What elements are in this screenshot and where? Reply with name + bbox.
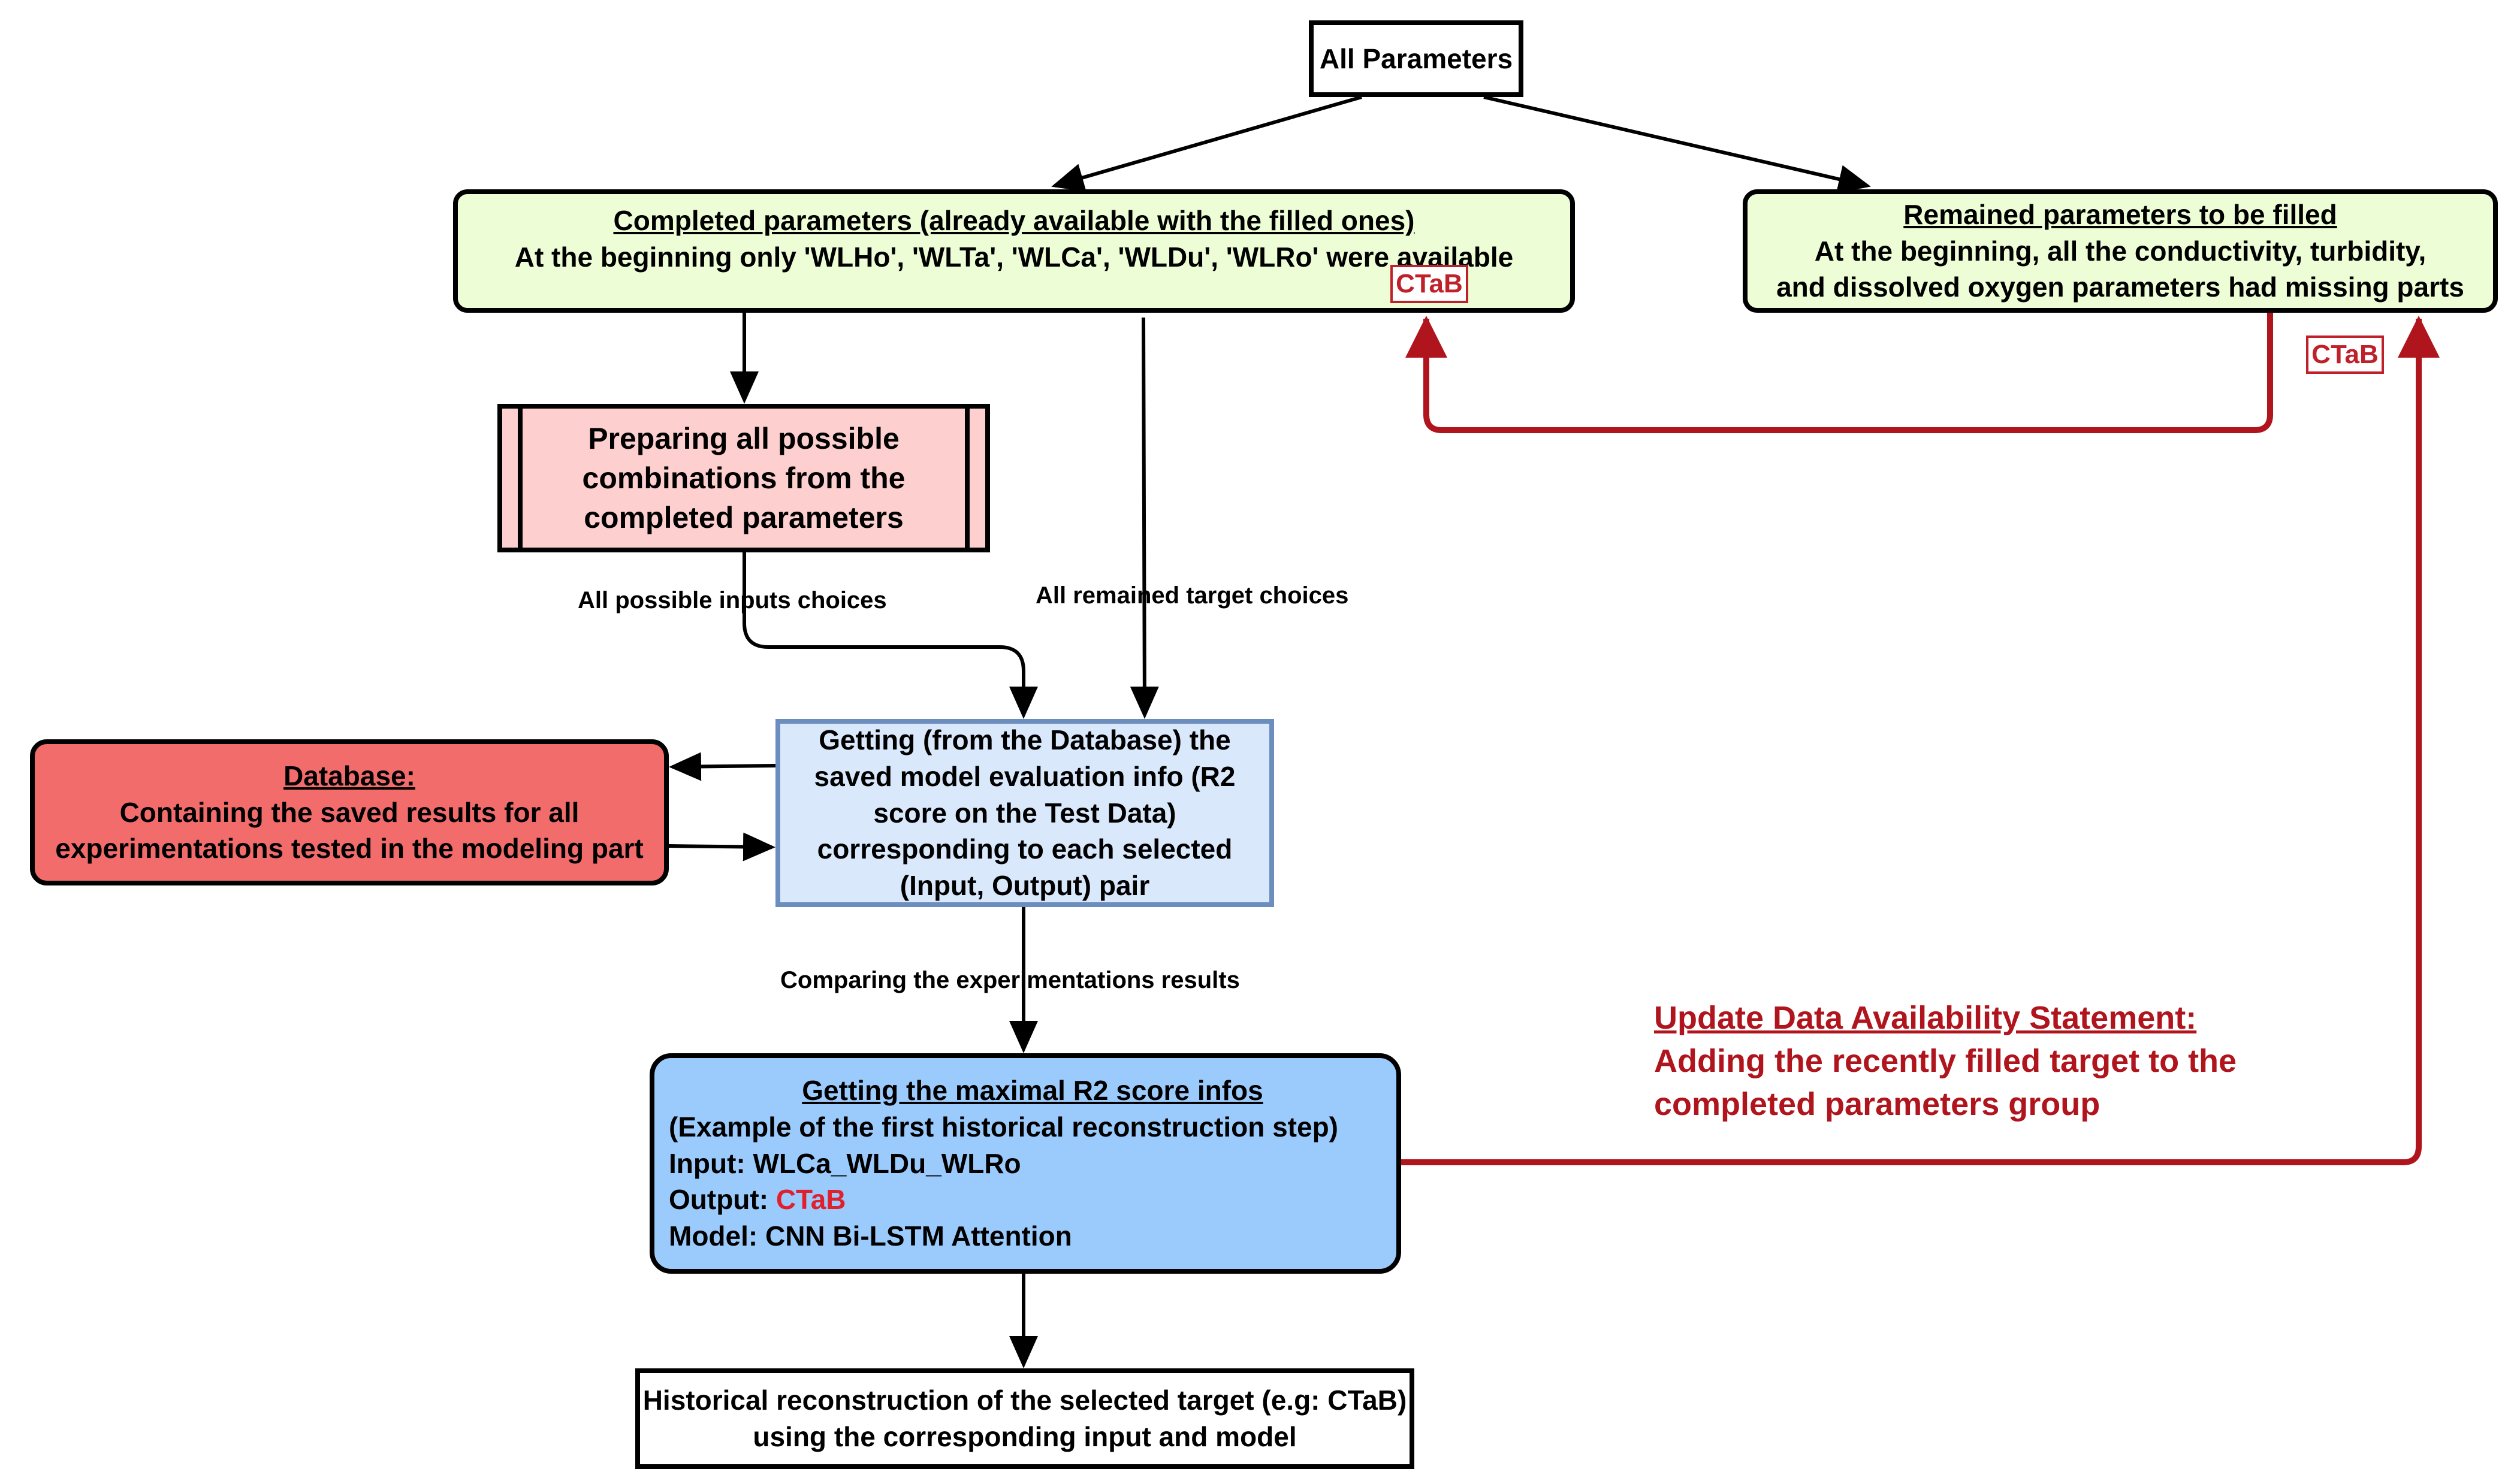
- maximal-r2-node: Getting the maximal R2 score infos (Exam…: [650, 1053, 1401, 1274]
- arrow-preparing-to-getting: [743, 552, 1038, 719]
- maximal-r2-output: Output: CTaB: [669, 1181, 1396, 1218]
- arrow-completed-to-getting: [1130, 317, 1159, 719]
- completed-parameters-text: At the beginning only 'WLHo', 'WLTa', 'W…: [514, 241, 1514, 273]
- completed-parameters-title: Completed parameters (already available …: [613, 205, 1415, 236]
- maximal-r2-example: (Example of the first historical reconst…: [669, 1111, 1338, 1143]
- historical-reconstruction-label: Historical reconstruction of the selecte…: [642, 1385, 1407, 1452]
- database-node: Database: Containing the saved results f…: [30, 739, 669, 885]
- maximal-r2-input: Input: WLCa_WLDu_WLRo: [669, 1147, 1021, 1179]
- edge-label-inputs: All possible inputs choices: [578, 587, 887, 613]
- remained-parameters-line1: At the beginning, all the conductivity, …: [1814, 235, 2427, 267]
- update-note-line1: Adding the recently filled target to the: [1654, 1042, 2237, 1079]
- maximal-r2-title: Getting the maximal R2 score infos: [802, 1075, 1263, 1107]
- completed-parameters-node: Completed parameters (already available …: [453, 189, 1575, 313]
- preparing-combinations-label: Preparing all possible combinations from…: [582, 422, 906, 534]
- remained-parameters-title: Remained parameters to be filled: [1903, 198, 2337, 230]
- historical-reconstruction-node: Historical reconstruction of the selecte…: [635, 1368, 1414, 1469]
- maximal-r2-output-value: CTaB: [775, 1184, 846, 1216]
- all-parameters-label: All Parameters: [1319, 43, 1513, 74]
- maximal-r2-model: Model: CNN Bi-LSTM Attention: [669, 1220, 1072, 1252]
- arrow-remained-to-completed: [1405, 313, 2273, 433]
- database-text: Containing the saved results for all exp…: [55, 796, 644, 865]
- arrow-maximal-to-remained: [1401, 316, 2440, 1165]
- edge-label-comparing: Comparing the experimentations results: [780, 967, 1240, 993]
- arrow-getting-to-database: [669, 752, 776, 781]
- arrow-all-to-remained: [1483, 95, 1871, 194]
- all-parameters-node: All Parameters: [1309, 20, 1523, 97]
- update-availability-note: Update Data Availability Statement: Addi…: [1654, 997, 2237, 1126]
- update-note-title: Update Data Availability Statement:: [1654, 1000, 2197, 1036]
- arrow-all-to-completed: [1051, 95, 1362, 192]
- completed-ctab-tag: CTaB: [1390, 265, 1468, 303]
- preparing-combinations-node: Preparing all possible combinations from…: [497, 404, 990, 552]
- update-note-line2: completed parameters group: [1654, 1086, 2100, 1122]
- getting-evaluation-label: Getting (from the Database) the saved mo…: [814, 724, 1236, 902]
- arrow-database-to-getting: [668, 832, 775, 862]
- maximal-r2-output-label: Output:: [669, 1184, 776, 1216]
- database-title: Database:: [283, 760, 415, 791]
- edge-label-targets: All remained target choices: [1036, 582, 1349, 609]
- getting-evaluation-node: Getting (from the Database) the saved mo…: [775, 719, 1274, 907]
- remained-parameters-line2: and dissolved oxygen parameters had miss…: [1776, 271, 2464, 303]
- remained-ctab-tag: CTaB: [2306, 336, 2384, 374]
- remained-parameters-node: Remained parameters to be filled At the …: [1743, 189, 2498, 313]
